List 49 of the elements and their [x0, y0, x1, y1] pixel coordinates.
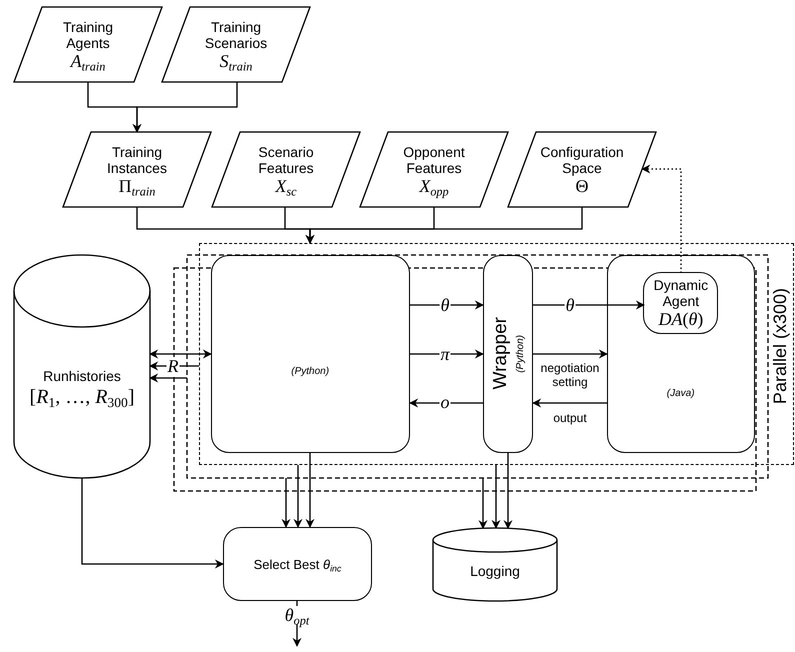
node-label: Opponent Features — [402, 144, 466, 176]
arrow — [306, 453, 314, 528]
math-label: [R$_{1}$, …, R$_{300}$] — [30, 384, 134, 409]
arrow — [306, 207, 583, 244]
math-label: Π$_{train}$ — [118, 176, 156, 196]
math-label: S$_{train}$ — [220, 50, 252, 70]
arrow — [132, 82, 238, 133]
edge-label: θ — [564, 296, 576, 314]
language-label: (Python) — [514, 334, 526, 373]
edge-label: R — [166, 357, 180, 375]
parallel-frame — [199, 243, 794, 465]
language-label: (Java) — [666, 388, 695, 400]
node-label: Logging — [470, 563, 520, 580]
arrow — [533, 300, 645, 310]
arrow — [492, 465, 500, 529]
node-label: Configuration Space — [539, 144, 625, 176]
arrow — [641, 164, 682, 273]
arrow — [81, 478, 224, 568]
agent-box — [643, 272, 718, 334]
math-label: X$_{sc}$ — [275, 176, 297, 196]
node-label: Training Agents — [62, 18, 114, 50]
math-label: DA(θ) — [658, 309, 704, 330]
node-label: Wrapper — [490, 317, 512, 390]
arrow — [409, 398, 483, 408]
node-label: Training Scenarios — [204, 18, 268, 50]
arrow — [282, 478, 290, 528]
math-label: Θ — [576, 176, 588, 196]
arrow — [149, 374, 187, 382]
arrow — [478, 478, 488, 530]
node-label: Runhistories — [43, 368, 121, 385]
arrow — [294, 465, 302, 528]
frame-label: Parallel (x300) — [770, 288, 791, 404]
edge-label: θ — [440, 296, 450, 314]
arrow — [410, 350, 484, 358]
process-box — [606, 254, 755, 453]
arrow — [410, 300, 484, 310]
arrow — [533, 350, 608, 358]
node-label: Training Instances — [106, 144, 168, 176]
node-label: Scenario Features — [257, 144, 315, 176]
arrow — [504, 453, 512, 530]
language-label: (Python) — [291, 366, 330, 378]
arrow — [149, 350, 212, 358]
arrow — [532, 398, 607, 408]
process-box — [210, 254, 410, 453]
process-box — [482, 254, 533, 453]
node-label: Select Best θ$_{inc}$ — [254, 556, 342, 572]
node-label: Dynamic Agent — [652, 277, 710, 310]
process-box — [223, 527, 372, 601]
math-label: A$_{train}$ — [70, 50, 106, 70]
